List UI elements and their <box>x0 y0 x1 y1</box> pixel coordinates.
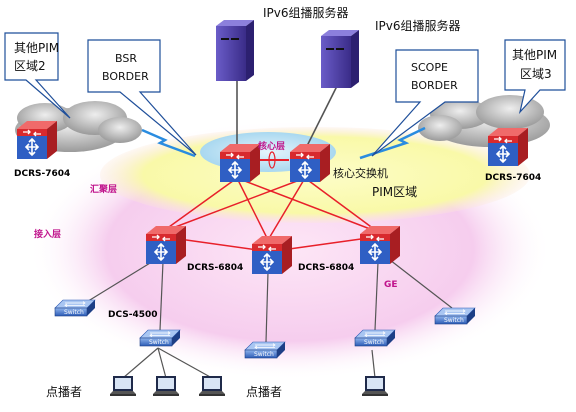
other-pim-3-line2: 区域3 <box>520 67 552 81</box>
laptop-3 <box>199 376 225 396</box>
dcs4500-label: DCS-4500 <box>108 310 158 320</box>
dcrs7604-right-label: DCRS-7604 <box>485 173 541 183</box>
ge-label: GE <box>384 280 398 290</box>
laptop-2 <box>153 376 179 396</box>
server-link-2 <box>304 79 341 151</box>
ipv6-server-2 <box>321 30 359 88</box>
laptop-1 <box>110 376 136 396</box>
switch-label: Switch <box>149 339 169 346</box>
router-core-1 <box>219 143 261 183</box>
other-pim-2-line2: 区域2 <box>14 59 46 73</box>
other-pim-2-line1: 其他PIM <box>14 41 59 55</box>
pim-domain-label: PIM区域 <box>372 185 417 199</box>
router-dcrs6804-left <box>145 225 187 265</box>
laptop-4 <box>362 376 388 396</box>
callout-bsr-border: BSR BORDER <box>87 39 197 156</box>
router-dcrs7604-left <box>16 120 58 160</box>
ipv6-server-1 <box>216 20 254 81</box>
switch-label: Switch <box>364 339 384 346</box>
unicast-left-label: 点播者 <box>46 385 82 399</box>
access-layer-label: 接入层 <box>34 228 61 240</box>
ipv6-server-1-label: IPv6组播服务器 <box>263 5 349 20</box>
scope-border-label: BORDER <box>411 79 458 92</box>
scope-label: SCOPE <box>411 61 448 74</box>
switch-label: Switch <box>254 351 274 358</box>
router-dcrs7604-right <box>487 127 529 167</box>
wan-link-left <box>141 128 196 158</box>
switch-label: Switch <box>444 317 464 324</box>
core-switch-label: 核心交换机 <box>333 166 388 180</box>
bsr-label: BSR <box>115 52 137 65</box>
ipv6-server-2-label: IPv6组播服务器 <box>375 18 461 33</box>
unicast-right-label: 点播者 <box>246 385 282 399</box>
callout-other-pim-3: 其他PIM 区域3 <box>504 39 566 115</box>
access-links <box>84 259 453 379</box>
router-core-2 <box>289 143 331 183</box>
core-aggregation-links <box>161 177 379 251</box>
switch-label: Switch <box>64 309 84 316</box>
core-layer-label: 核心层 <box>258 140 285 152</box>
dcrs7604-left-label: DCRS-7604 <box>14 169 70 179</box>
wan-link-right <box>359 126 426 160</box>
aggregation-layer-label: 汇聚层 <box>90 183 117 195</box>
dcrs6804-right-label: DCRS-6804 <box>298 263 354 273</box>
router-dcrs6804-middle <box>251 235 293 275</box>
callout-other-pim-2: 其他PIM 区域2 <box>4 32 71 119</box>
other-pim-3-line1: 其他PIM <box>512 48 557 62</box>
callout-scope-border: SCOPE BORDER <box>371 49 479 157</box>
bsr-border-label: BORDER <box>102 70 149 83</box>
dcrs6804-left-label: DCRS-6804 <box>187 263 243 273</box>
router-dcrs6804-right <box>359 225 401 265</box>
